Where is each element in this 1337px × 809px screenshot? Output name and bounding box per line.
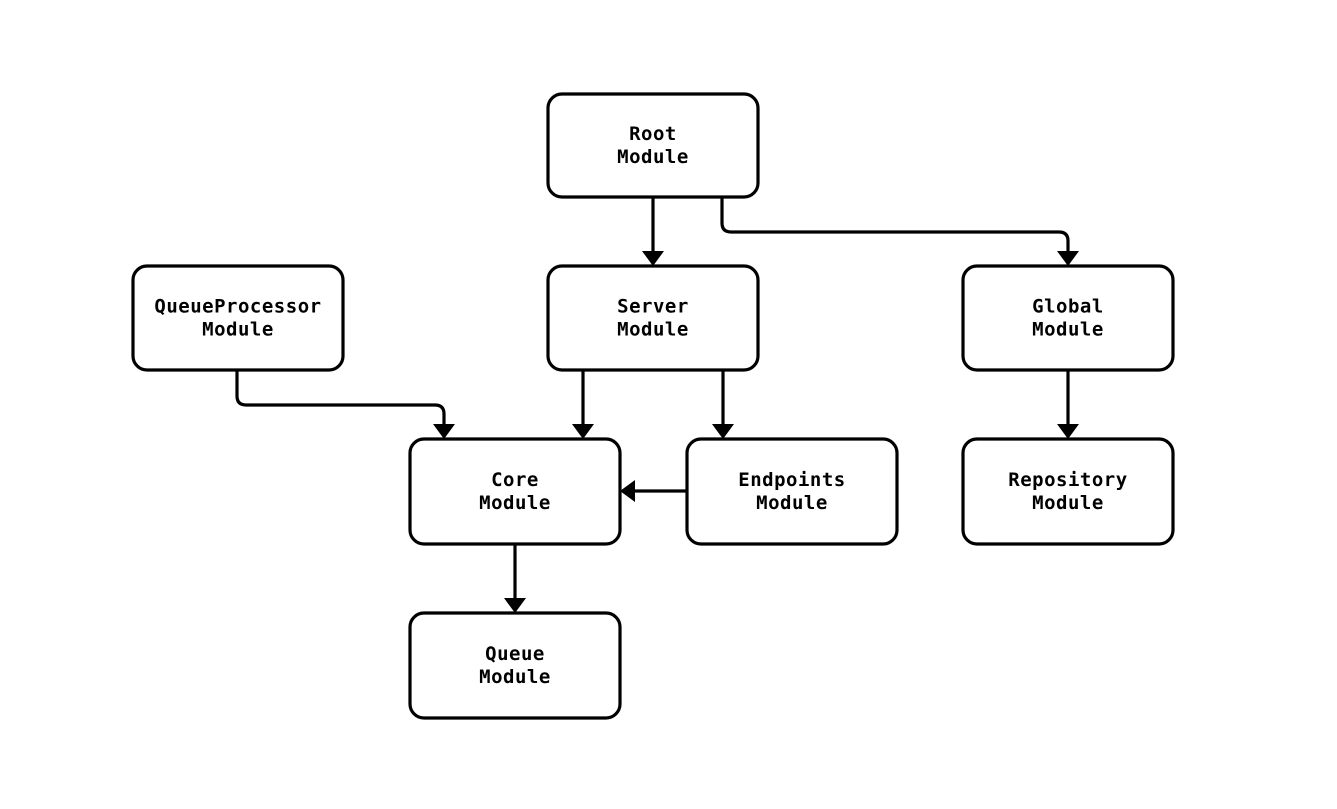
edge-line [235,370,446,425]
node-box[interactable] [961,437,1175,546]
node-label-line1: Server [617,296,689,318]
node-label-line1: Queue [485,643,545,665]
node-box[interactable] [408,437,622,546]
edge-server-to-core [572,370,594,439]
node-label-line2: Module [617,319,689,341]
node-box[interactable] [546,92,760,199]
node-label-line2: Module [479,492,551,514]
edge-root-to-server [642,197,664,266]
node-label-line1: Repository [1008,469,1127,491]
node-label-line2: Module [1032,492,1104,514]
node-box[interactable] [546,264,760,372]
edge-endpoints-to-core [620,480,687,502]
edge-line [720,197,1070,252]
node-label-line1: Global [1032,296,1104,318]
edge-queueprocessor-to-core [235,370,455,439]
arrowhead-icon [433,424,455,439]
arrowhead-icon [572,424,594,439]
edge-server-to-endpoints [712,370,734,439]
edges-layer [235,197,1079,613]
node-box[interactable] [685,437,899,546]
node-label-line1: QueueProcessor [154,296,321,318]
arrowhead-icon [504,598,526,613]
arrowhead-icon [1057,424,1079,439]
node-label-line2: Module [202,319,274,341]
arrowhead-icon [712,424,734,439]
node-label-line2: Module [617,146,689,168]
edge-core-to-queue [504,544,526,613]
node-box[interactable] [131,264,345,372]
edge-root-to-global [720,197,1079,266]
node-label-line1: Endpoints [738,469,845,491]
arrowhead-icon [642,251,664,266]
node-label-line2: Module [1032,319,1104,341]
node-label-line2: Module [479,666,551,688]
node-label-line1: Core [491,469,539,491]
node-box[interactable] [408,611,622,720]
nodes-layer: RootModuleQueueProcessorModuleServerModu… [131,92,1175,720]
edge-global-to-repository [1057,370,1079,439]
arrowhead-icon [620,480,635,502]
node-label-line2: Module [756,492,828,514]
node-box[interactable] [961,264,1175,372]
arrowhead-icon [1057,251,1079,266]
node-label-line1: Root [629,123,677,145]
